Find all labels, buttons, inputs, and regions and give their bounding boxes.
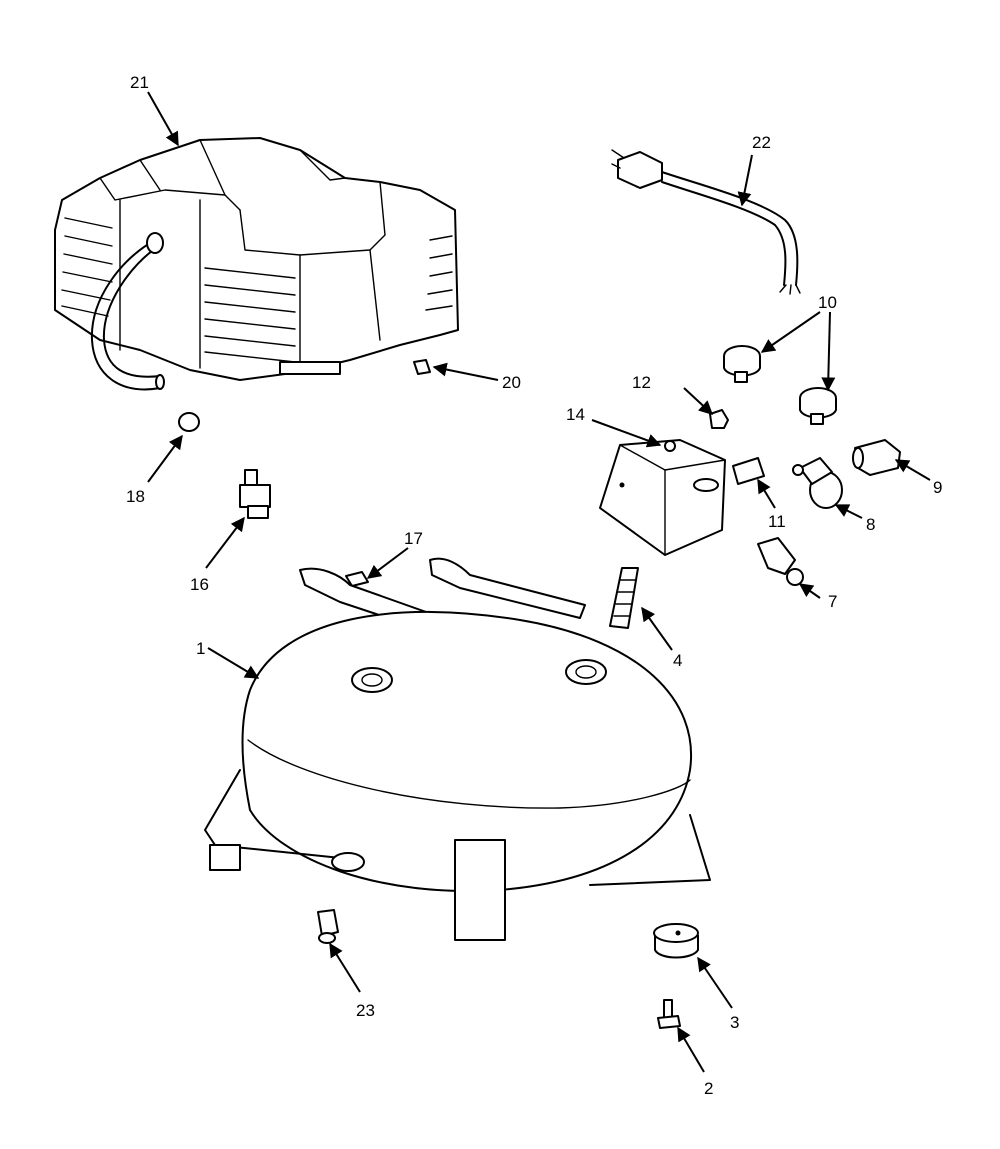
callout-23: 23: [356, 1001, 375, 1020]
callout-14: 14: [566, 405, 585, 424]
callout-12: 12: [632, 373, 651, 392]
clip-17-part: [345, 571, 369, 587]
callout-2: 2: [704, 1079, 713, 1098]
pressure-switch-part: [599, 439, 726, 556]
callout-22: 22: [752, 133, 771, 152]
callout-7: 7: [828, 592, 837, 611]
callout-16: 16: [190, 575, 209, 594]
callout-20: 20: [502, 373, 521, 392]
callout-8: 8: [866, 515, 875, 534]
motor-shroud-part: [54, 137, 459, 391]
callout-4: 4: [673, 651, 682, 670]
pressure-gauge-part: [723, 345, 837, 425]
power-cord-part: [611, 149, 801, 295]
callout-1: 1: [196, 639, 205, 658]
rubber-foot-part: [653, 923, 699, 959]
callout-10: 10: [818, 293, 837, 312]
check-valve-part: [239, 469, 271, 519]
callout-3: 3: [730, 1013, 739, 1032]
callout-11: 11: [768, 512, 786, 531]
screw-2-part: [657, 999, 681, 1029]
callout-arrows: [147, 91, 931, 1073]
quick-coupler-part: [852, 439, 901, 476]
nut-18-part: [178, 412, 200, 432]
drain-valve-part: [317, 909, 339, 944]
fitting-12-part: [709, 409, 729, 429]
screw-20-part: [413, 359, 431, 375]
safety-valve-part: [757, 537, 804, 586]
callout-17: 17: [404, 529, 423, 548]
callout-labels: 21 22 10 20 12 14 18 9 11 8 17 16 7 1 4 …: [126, 73, 942, 1098]
callout-21: 21: [130, 73, 149, 92]
regulator-part: [792, 457, 843, 509]
tank-nipple-part: [609, 567, 639, 629]
callout-18: 18: [126, 487, 145, 506]
air-tank-part: [204, 557, 711, 941]
nipple-11-part: [732, 457, 765, 485]
callout-9: 9: [933, 478, 942, 497]
